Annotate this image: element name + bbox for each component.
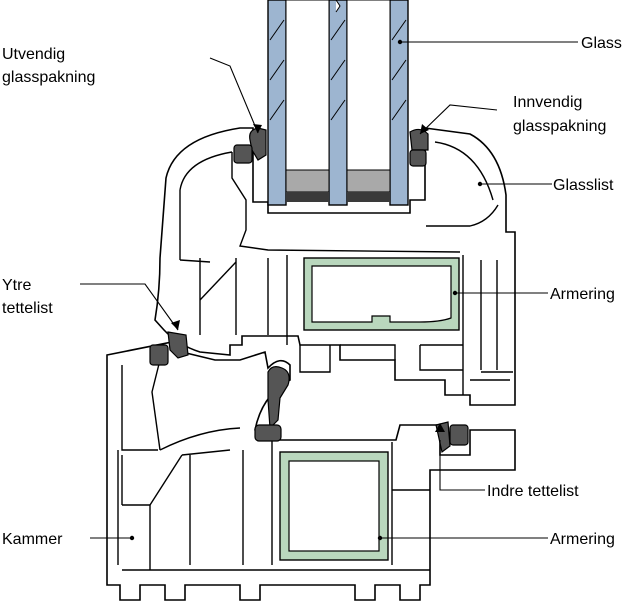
outer-seal (149, 331, 189, 366)
outer-glazing-gasket (233, 127, 267, 164)
inner-glazing-gasket (409, 128, 429, 167)
spacer-2 (346, 169, 391, 193)
label-outer-seal-2: tettelist (2, 300, 53, 317)
frame-chamber-walls (117, 359, 430, 571)
lower-reinforcement (279, 451, 389, 561)
spacer-1 (285, 169, 330, 193)
label-chamber: Kammer (2, 531, 63, 548)
label-upper-reinforcement: Armering (550, 286, 615, 303)
sealant-1 (286, 192, 329, 202)
leader-lines (80, 41, 578, 539)
sash-chamber-walls (179, 141, 513, 395)
label-inner-seal: Indre tettelist (487, 483, 579, 500)
leader-dots (129, 39, 483, 541)
leader-arrows (171, 124, 445, 432)
label-glass: Glass (581, 35, 622, 52)
upper-reinforcement (303, 257, 460, 331)
label-outer-seal-1: Ytre (2, 277, 31, 294)
label-glazing-bead: Glasslist (553, 177, 614, 194)
cavity-1 (285, 0, 330, 171)
glass-unit (267, 0, 409, 206)
label-outer-glazing-gasket-2: glasspakning (2, 69, 95, 86)
label-outer-glazing-gasket-1: Utvendig (2, 46, 65, 63)
label-lower-reinforcement: Armering (550, 531, 615, 548)
center-seal (254, 366, 290, 442)
sealant-2 (347, 192, 390, 202)
cavity-2 (346, 0, 391, 171)
label-inner-glazing-gasket-2: glasspakning (513, 118, 606, 135)
label-inner-glazing-gasket-1: Innvendig (513, 94, 582, 111)
